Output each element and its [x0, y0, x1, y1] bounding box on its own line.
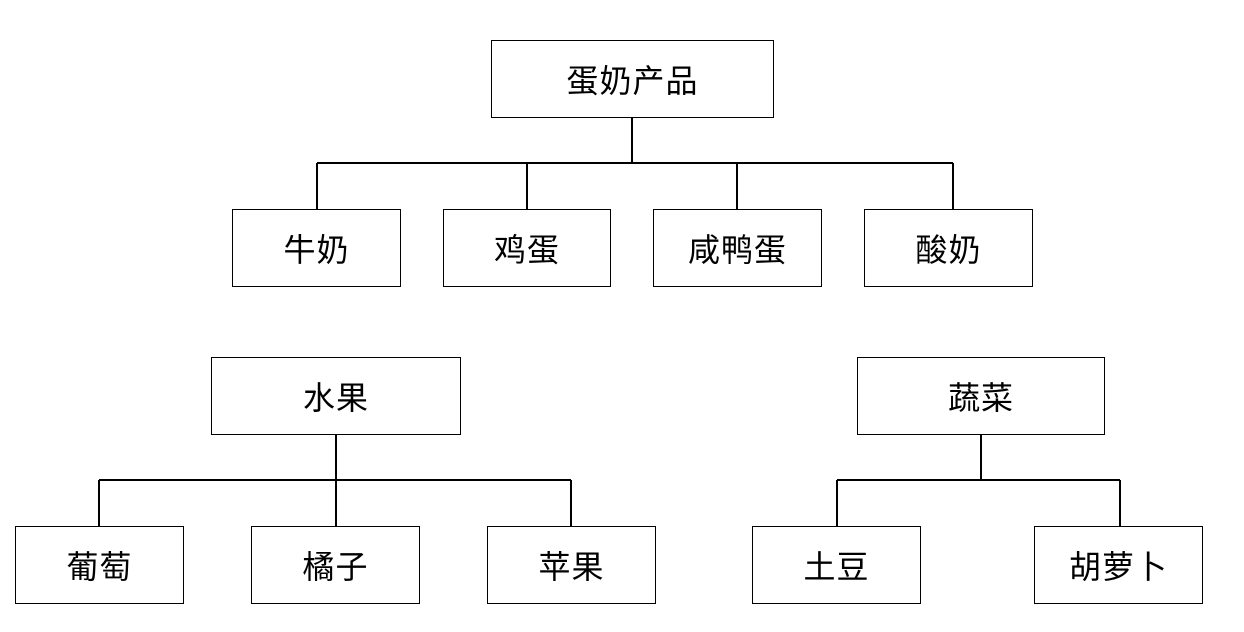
node-fruit-orange: 橘子: [251, 526, 420, 604]
node-dairy-yogurt: 酸奶: [864, 209, 1033, 287]
node-veg-carrot: 胡萝卜: [1034, 526, 1203, 604]
node-fruit-grape: 葡萄: [15, 526, 184, 604]
node-dairy-egg: 鸡蛋: [443, 209, 611, 287]
node-fruit-root: 水果: [211, 357, 461, 435]
node-dairy-root: 蛋奶产品: [491, 40, 774, 118]
node-dairy-salted-egg: 咸鸭蛋: [653, 209, 822, 287]
node-fruit-apple: 苹果: [487, 526, 656, 604]
node-veg-potato: 土豆: [752, 526, 921, 604]
node-dairy-milk: 牛奶: [232, 209, 401, 287]
node-veg-root: 蔬菜: [857, 357, 1105, 435]
